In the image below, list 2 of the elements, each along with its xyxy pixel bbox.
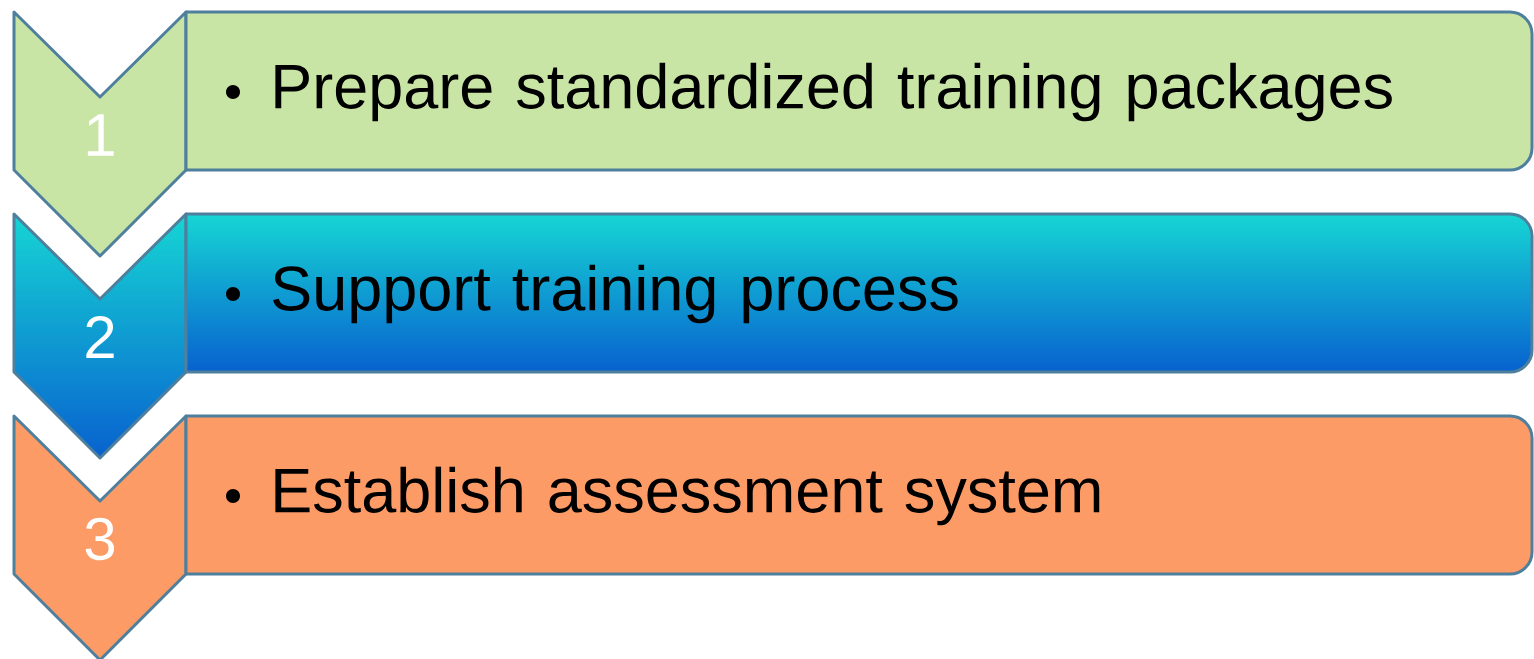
step-box: Establish assessment system [184,414,1534,576]
step-box: Prepare standardized training packages [184,10,1534,172]
